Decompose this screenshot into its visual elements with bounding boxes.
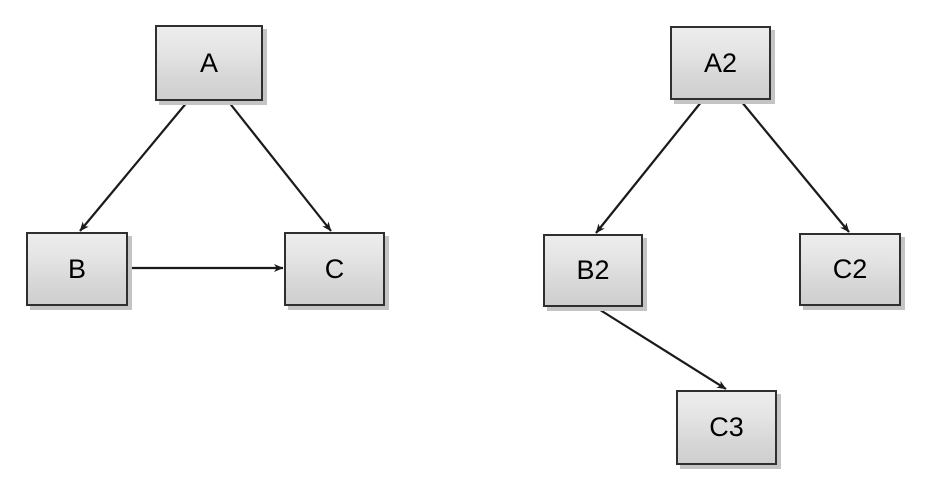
node-label-c3: C3 — [709, 412, 744, 442]
node-label-c2: C2 — [832, 254, 868, 284]
edge-a-to-c — [227, 100, 332, 232]
node-c[interactable]: C — [284, 232, 385, 306]
node-label-c: C — [324, 253, 345, 284]
node-b[interactable]: B — [26, 232, 128, 306]
edge-a2-to-c2 — [740, 100, 850, 233]
node-label-b: B — [67, 253, 86, 284]
node-label-b2: B2 — [576, 255, 610, 285]
edges-group — [79, 100, 850, 390]
edge-a-to-b — [79, 100, 189, 232]
node-a[interactable]: A — [155, 25, 263, 101]
node-c2[interactable]: C2 — [799, 233, 901, 306]
node-label-a2: A2 — [703, 47, 738, 78]
edge-a2-to-b2 — [595, 100, 703, 234]
node-c3[interactable]: C3 — [676, 390, 777, 465]
edge-b2-to-c3 — [596, 307, 727, 390]
node-a2[interactable]: A2 — [670, 26, 771, 100]
node-b2[interactable]: B2 — [543, 234, 643, 307]
node-label-a: A — [199, 47, 218, 78]
